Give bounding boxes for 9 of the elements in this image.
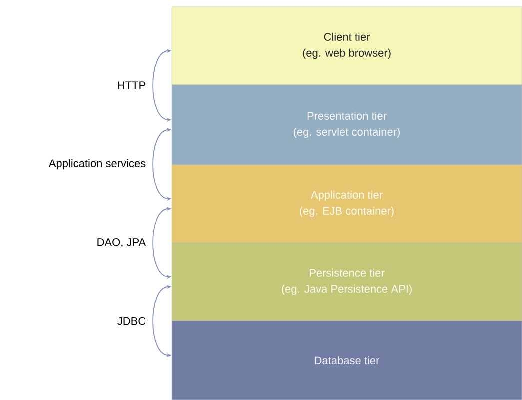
edge-label: HTTP	[118, 82, 146, 90]
tier-band: Client tier (eg. web browser)	[172, 6, 522, 86]
tier-band: Application tier (eg. EJB container)	[172, 164, 522, 244]
tier-band: Persistence tier (eg. Java Persistence API)	[172, 242, 522, 322]
tier-band: Presentation tier (eg. servlet container)	[172, 84, 522, 166]
edge-label: Application services	[48, 159, 146, 170]
edge-label: DAO, JPA	[98, 238, 146, 248]
edge-label: JDBC	[118, 317, 146, 326]
tier-band: Database tier	[172, 320, 522, 400]
